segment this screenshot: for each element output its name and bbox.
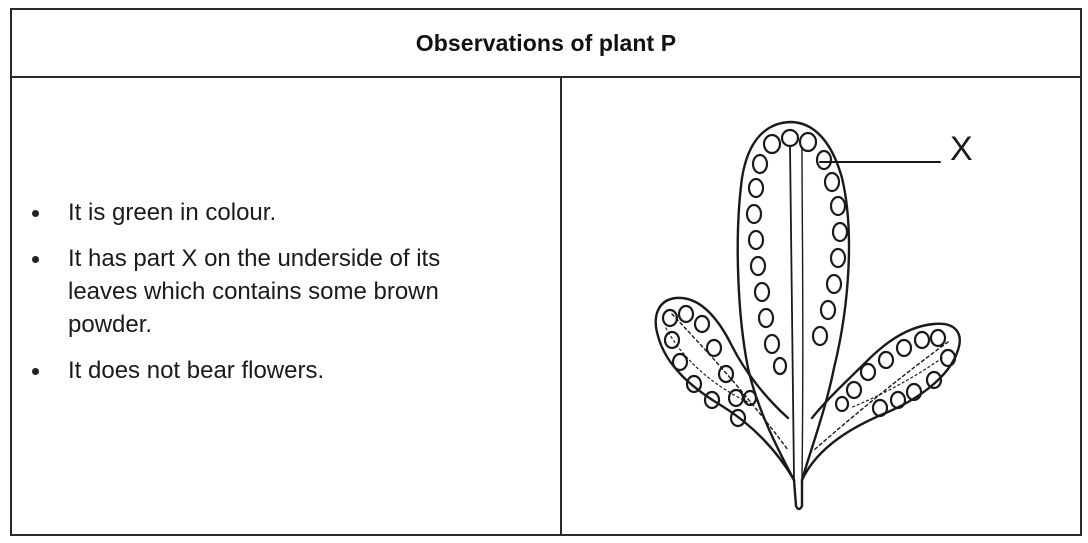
observation-item: It is green in colour. (26, 196, 546, 229)
bullet-icon (32, 210, 39, 217)
sori-group (663, 130, 955, 426)
observations-cell: It is green in colour. It has part X on … (12, 78, 560, 536)
bullet-icon (32, 256, 39, 263)
observation-item: It has part X on the underside of its le… (26, 242, 546, 341)
diagram-cell: X (562, 78, 1080, 536)
observations-list: It is green in colour. It has part X on … (26, 196, 546, 400)
observation-text: It has part X on the underside of its le… (68, 242, 498, 341)
observations-table: Observations of plant P It is green in c… (10, 8, 1082, 536)
observation-item: It does not bear flowers. (26, 354, 546, 387)
observation-text: It does not bear flowers. (68, 354, 498, 387)
observation-text: It is green in colour. (68, 196, 498, 229)
table-header: Observations of plant P (12, 10, 1080, 78)
central-midrib (790, 146, 794, 478)
leaf-stalk (794, 480, 802, 509)
part-x-label: X (950, 130, 973, 169)
plant-leaf-drawing (562, 78, 1080, 536)
table-title: Observations of plant P (416, 30, 676, 57)
right-leaflet (802, 324, 960, 480)
bullet-icon (32, 368, 39, 375)
